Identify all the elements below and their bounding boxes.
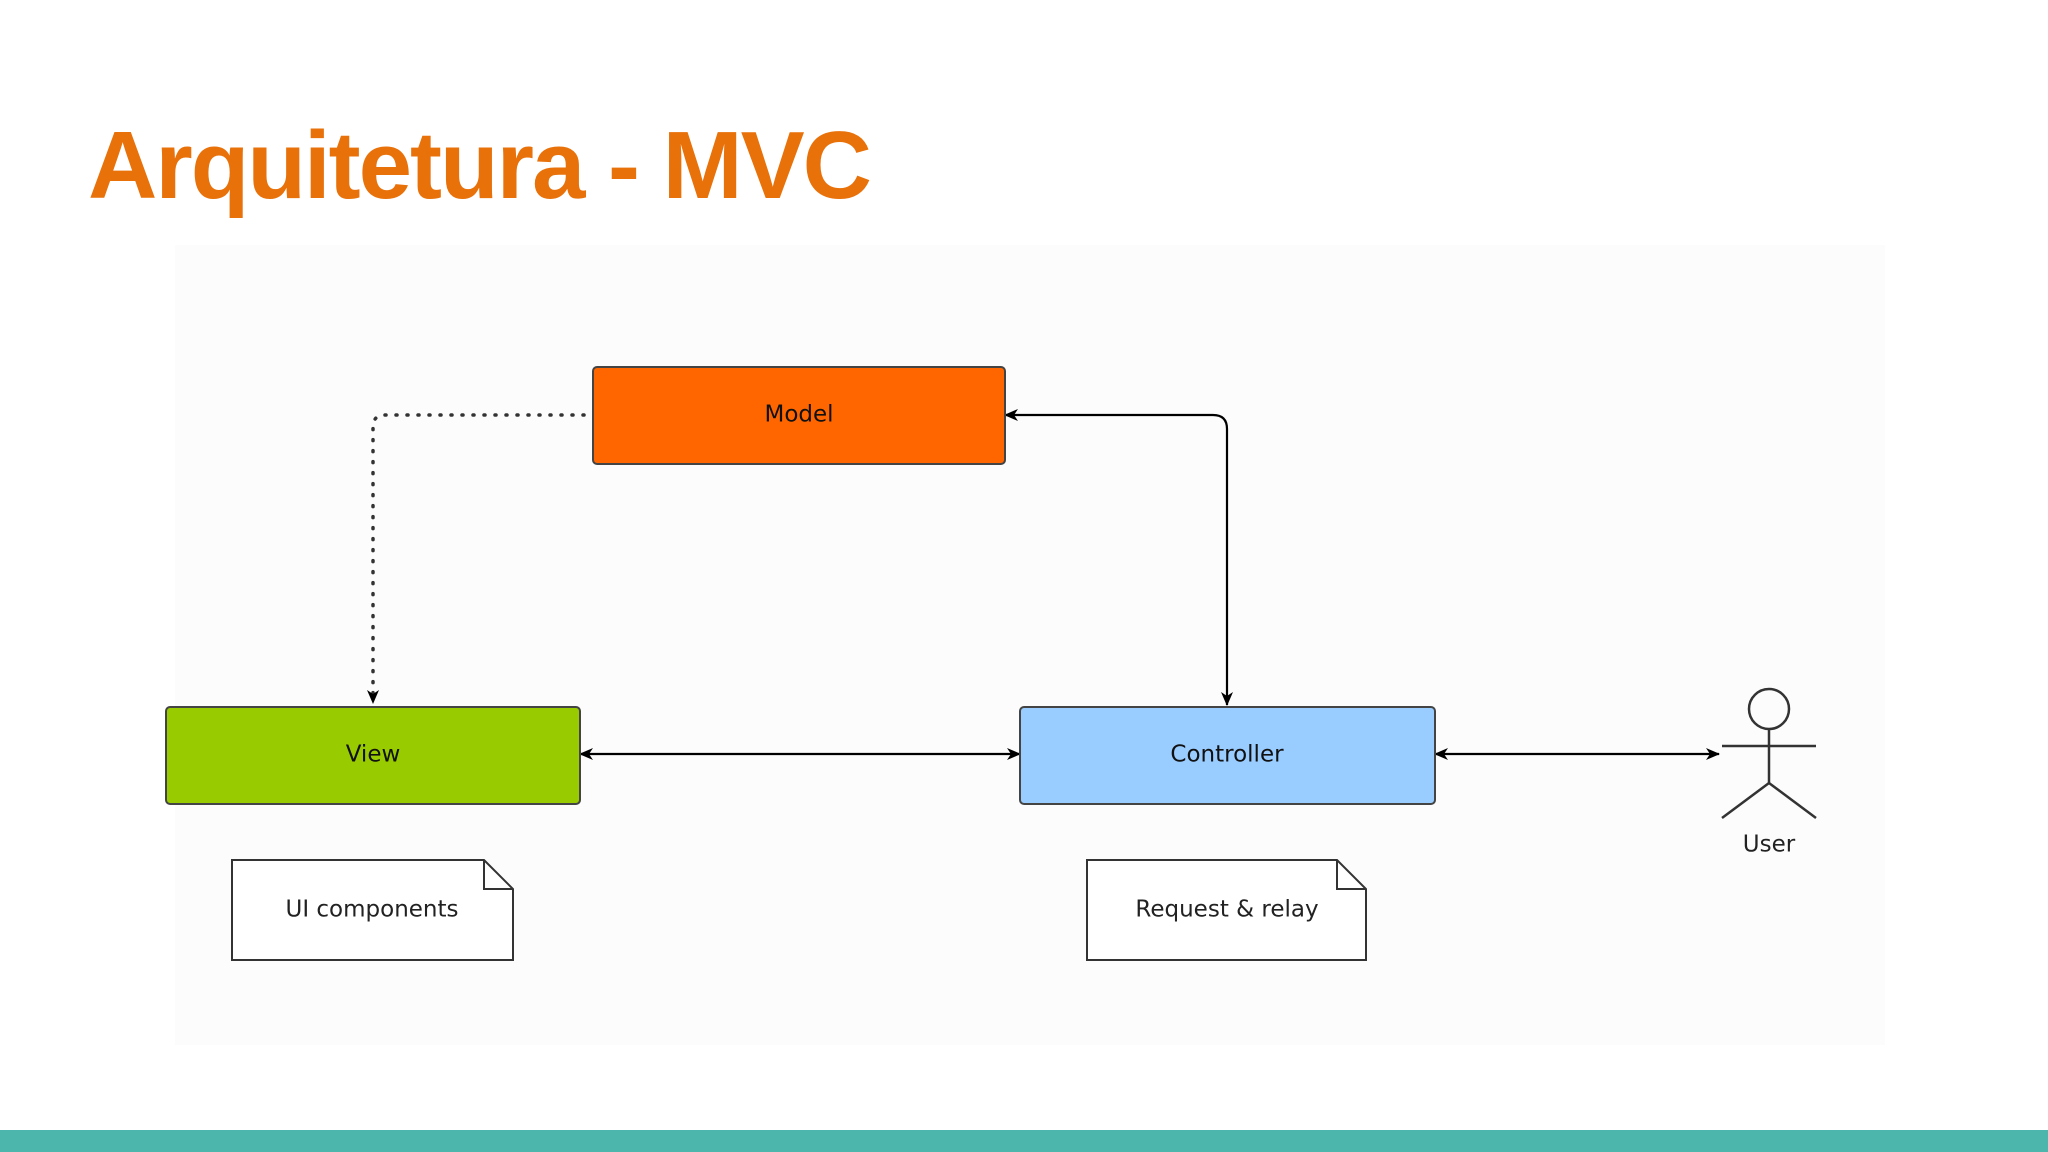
user-actor — [1721, 687, 1817, 820]
view-note-text: UI components — [285, 897, 458, 923]
controller-label: Controller — [1170, 742, 1284, 768]
model-node: Model — [592, 366, 1006, 465]
view-node: View — [165, 706, 581, 805]
view-label: View — [346, 742, 401, 768]
controller-note: Request & relay — [1086, 859, 1367, 961]
footer-bar — [0, 1130, 2048, 1152]
model-label: Model — [764, 402, 833, 428]
view-note: UI components — [231, 859, 514, 961]
edge-model-to-view — [367, 413, 586, 705]
slide-title: Arquitetura - MVC — [88, 112, 872, 219]
user-label: User — [1743, 832, 1796, 858]
controller-node: Controller — [1019, 706, 1436, 805]
controller-note-text: Request & relay — [1135, 897, 1318, 923]
edge-model-controller — [1004, 409, 1233, 706]
user-head — [1747, 687, 1791, 731]
